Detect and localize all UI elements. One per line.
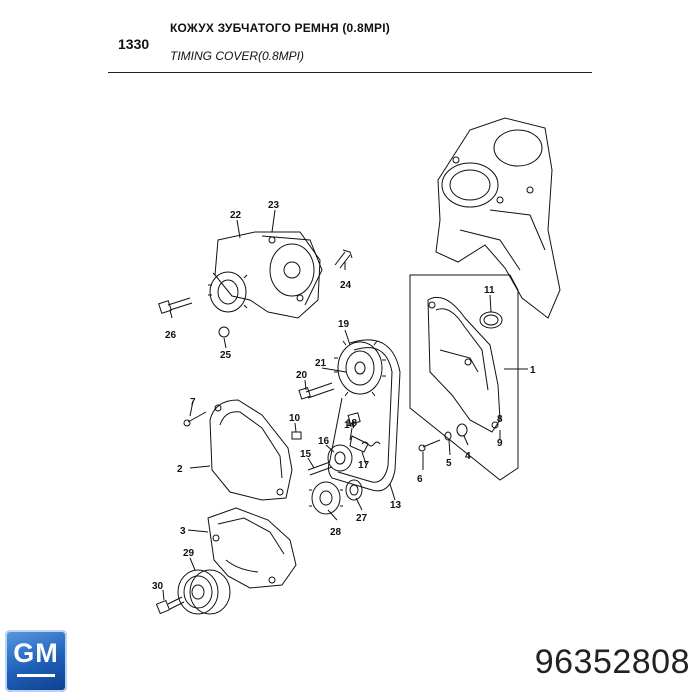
callout-24: 24 [340, 280, 352, 291]
tensioner-pulley [327, 412, 369, 472]
callout-7: 7 [190, 397, 196, 408]
callout-22: 22 [230, 210, 242, 221]
header-divider [108, 72, 592, 73]
water-pump [208, 231, 323, 319]
upper-timing-cover [209, 399, 293, 501]
lower-timing-cover [207, 507, 297, 589]
callout-29: 29 [183, 548, 195, 559]
bolt-26 [158, 297, 193, 314]
callout-8: 8 [497, 414, 503, 425]
callout-15: 15 [300, 449, 312, 460]
gm-logo-underline [17, 674, 55, 677]
callout-23: 23 [268, 200, 280, 211]
callout-14: 14 [344, 420, 356, 431]
callout-21: 21 [315, 358, 327, 369]
bolt-15 [307, 461, 333, 476]
crank-pulley [177, 569, 231, 615]
washer-27 [345, 479, 363, 501]
callout-18: 18 [346, 418, 358, 429]
callout-10: 10 [289, 413, 301, 424]
bolt-6 [418, 439, 441, 452]
bolt-24 [334, 249, 353, 269]
bolt-30 [155, 596, 185, 615]
callout-16: 16 [318, 436, 330, 447]
callout-17: 17 [358, 460, 370, 471]
callout-2: 2 [177, 464, 183, 475]
part-number: 96352808 [534, 643, 690, 681]
callout-30: 30 [152, 581, 164, 592]
callout-4: 4 [465, 451, 471, 462]
callout-19: 19 [338, 319, 350, 330]
callout-6: 6 [417, 474, 423, 485]
callout-13: 13 [390, 500, 402, 511]
callout-9: 9 [497, 438, 503, 449]
callout-20: 20 [296, 370, 308, 381]
nut-25 [218, 326, 230, 338]
plug-4 [456, 423, 468, 437]
cam-sprocket [334, 340, 386, 397]
callout-27: 27 [356, 513, 368, 524]
rear-cover [427, 296, 501, 433]
callout-5: 5 [446, 458, 452, 469]
spring-17 [361, 441, 381, 447]
callout-26: 26 [165, 330, 177, 341]
title-english: TIMING COVER(0.8MPI) [170, 49, 305, 63]
callout-3: 3 [180, 526, 186, 537]
rear-cover-frame [409, 274, 519, 481]
washer-5 [444, 431, 452, 441]
part-10 [291, 431, 302, 440]
title-russian: КОЖУХ ЗУБЧАТОГО РЕМНЯ (0.8MPI) [170, 21, 390, 35]
leader-lines [162, 209, 528, 601]
callout-28: 28 [330, 527, 342, 538]
callout-25: 25 [220, 350, 232, 361]
engine-block [435, 117, 561, 319]
section-code: 1330 [118, 36, 150, 52]
callout-1: 1 [530, 365, 536, 376]
gm-logo: GM [5, 630, 67, 692]
gm-logo-text: GM [13, 638, 59, 668]
callout-labels: 1 2 3 4 5 6 7 8 9 10 11 13 14 15 16 17 1… [152, 200, 536, 592]
oil-seal-11 [479, 311, 503, 329]
crank-sprocket [309, 481, 343, 515]
bolt-20 [298, 382, 335, 400]
bolt-7 [183, 411, 207, 427]
callout-11: 11 [484, 285, 495, 296]
